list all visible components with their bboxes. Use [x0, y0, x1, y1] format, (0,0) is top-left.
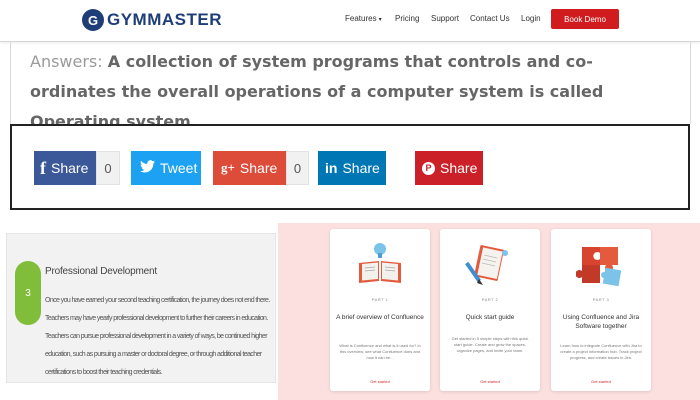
- card-description: Learn how to integrate Confluence with J…: [560, 343, 642, 360]
- nav-features-label: Features: [345, 14, 377, 23]
- linkedin-share-button[interactable]: in Share: [318, 151, 386, 185]
- answer-paragraph: Answers: A collection of system programs…: [30, 47, 670, 137]
- nav-pricing[interactable]: Pricing: [395, 14, 420, 23]
- card-title: A brief overview of Confluence: [336, 314, 424, 321]
- content-border-left: [10, 42, 11, 124]
- confluence-guides-panel: PART 1 A brief overview of Confluence Wh…: [278, 223, 700, 400]
- pinterest-share-label: Share: [440, 160, 478, 176]
- guide-card-quick-start[interactable]: PART 2 Quick start guide Get started in …: [440, 229, 540, 391]
- social-share-bar: f Share 0 Tweet g+ Share 0 in Share P Sh…: [10, 124, 690, 210]
- content-border-right: [690, 42, 691, 124]
- card-title: Using Confluence and Jira Software toget…: [562, 314, 640, 330]
- step-title: Professional Development: [45, 266, 157, 277]
- googleplus-share-button[interactable]: g+ Share: [213, 151, 286, 185]
- logo-text: GYMMASTER: [107, 10, 222, 29]
- googleplus-share-count: 0: [286, 151, 309, 185]
- step-description: Once you have earned your second teachin…: [45, 297, 270, 376]
- linkedin-share-label: Share: [342, 160, 380, 176]
- nav-support[interactable]: Support: [431, 14, 460, 23]
- gymmaster-logo[interactable]: G GYMMASTER: [82, 9, 222, 31]
- facebook-share-label: Share: [51, 160, 89, 176]
- answer-text: A collection of system programs that con…: [30, 52, 604, 131]
- chevron-down-icon: ▾: [378, 17, 382, 23]
- book-demo-button[interactable]: Book Demo: [551, 9, 619, 29]
- googleplus-share-label: Share: [239, 160, 278, 176]
- nav-features[interactable]: Features▾: [345, 14, 382, 23]
- get-started-link[interactable]: Get started: [480, 379, 500, 384]
- notebook-pencil-icon: [465, 239, 515, 289]
- pinterest-icon: P: [422, 161, 435, 175]
- puzzle-pieces-icon: [575, 239, 626, 289]
- facebook-share-button[interactable]: f Share: [34, 151, 96, 185]
- get-started-link[interactable]: Get started: [591, 379, 611, 384]
- nav-login[interactable]: Login: [521, 14, 541, 23]
- professional-development-card: 3 Professional Development Once you have…: [6, 233, 276, 383]
- open-book-icon: [355, 239, 405, 289]
- gymmaster-logo-icon: G: [82, 9, 104, 31]
- pinterest-share-button[interactable]: P Share: [415, 151, 483, 185]
- twitter-bird-icon: [140, 160, 155, 176]
- nav-contact-us[interactable]: Contact Us: [470, 14, 510, 23]
- card-title: Quick start guide: [465, 314, 515, 321]
- get-started-link[interactable]: Get started: [370, 379, 390, 384]
- twitter-tweet-button[interactable]: Tweet: [131, 151, 201, 185]
- card-description: Get started in 5 simple steps with this …: [451, 336, 529, 353]
- facebook-icon: f: [40, 157, 46, 178]
- facebook-share-count: 0: [96, 151, 120, 185]
- linkedin-icon: in: [325, 160, 338, 176]
- googleplus-icon: g+: [221, 160, 235, 175]
- top-navbar: G GYMMASTER Features▾ Pricing Support Co…: [0, 0, 700, 42]
- card-part-label: PART 3: [592, 297, 610, 302]
- guide-card-jira-integration[interactable]: PART 3 Using Confluence and Jira Softwar…: [551, 229, 651, 391]
- twitter-tweet-label: Tweet: [160, 160, 198, 176]
- step-number-badge: 3: [15, 261, 41, 325]
- card-part-label: PART 1: [371, 297, 389, 302]
- card-part-label: PART 2: [481, 297, 499, 302]
- card-description: What is Confluence and what is it used f…: [339, 343, 421, 360]
- answer-label: Answers:: [30, 52, 103, 71]
- guide-card-overview[interactable]: PART 1 A brief overview of Confluence Wh…: [330, 229, 430, 391]
